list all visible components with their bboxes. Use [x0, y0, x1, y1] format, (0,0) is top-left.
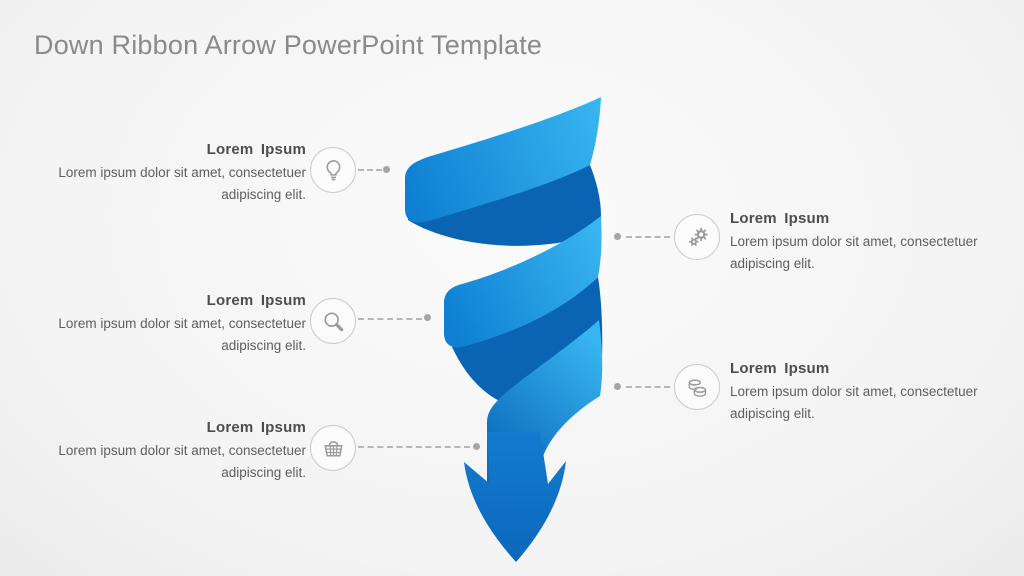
magnifier-icon — [310, 298, 356, 344]
text-block-4: Lorem Ipsum Lorem ipsum dolor sit amet, … — [730, 359, 988, 425]
connector-dot-4 — [614, 383, 621, 390]
block-1-title: Lorem Ipsum — [206, 141, 306, 158]
text-block-3: Lorem Ipsum Lorem ipsum dolor sit amet, … — [48, 291, 306, 357]
block-3-body: Lorem ipsum dolor sit amet, consectetuer… — [58, 316, 306, 353]
block-5-title: Lorem Ipsum — [206, 419, 306, 436]
connector-line-4 — [626, 386, 670, 388]
coins-icon — [674, 364, 720, 410]
lightbulb-icon — [310, 147, 356, 193]
arrow-head — [464, 432, 566, 562]
connector-dot-5 — [473, 443, 480, 450]
ribbon-front-band-3 — [487, 320, 603, 466]
block-4-body: Lorem ipsum dolor sit amet, consectetuer… — [730, 384, 978, 421]
slide-title: Down Ribbon Arrow PowerPoint Template — [34, 30, 543, 60]
connector-line-1 — [358, 169, 382, 171]
connector-line-5 — [358, 446, 470, 448]
text-block-2: Lorem Ipsum Lorem ipsum dolor sit amet, … — [730, 209, 988, 275]
gears-icon — [674, 214, 720, 260]
connector-line-3 — [358, 318, 422, 320]
block-5-body: Lorem ipsum dolor sit amet, consectetuer… — [58, 443, 306, 480]
ribbon-front-band-1 — [405, 97, 601, 223]
text-block-1: Lorem Ipsum Lorem ipsum dolor sit amet, … — [48, 140, 306, 206]
basket-icon — [310, 425, 356, 471]
connector-dot-3 — [424, 314, 431, 321]
block-4-title: Lorem Ipsum — [730, 360, 830, 377]
block-3-title: Lorem Ipsum — [206, 292, 306, 309]
text-block-5: Lorem Ipsum Lorem ipsum dolor sit amet, … — [48, 418, 306, 484]
ribbon-tail — [487, 450, 540, 500]
block-1-body: Lorem ipsum dolor sit amet, consectetuer… — [58, 165, 306, 202]
ribbon-back-band-1 — [408, 165, 601, 246]
block-2-body: Lorem ipsum dolor sit amet, consectetuer… — [730, 234, 978, 271]
connector-dot-2 — [614, 233, 621, 240]
connector-dot-1 — [383, 166, 390, 173]
ribbon-front-band-2 — [444, 216, 602, 348]
block-2-title: Lorem Ipsum — [730, 210, 830, 227]
ribbon-back-band-2 — [452, 277, 603, 411]
connector-line-2 — [626, 236, 670, 238]
